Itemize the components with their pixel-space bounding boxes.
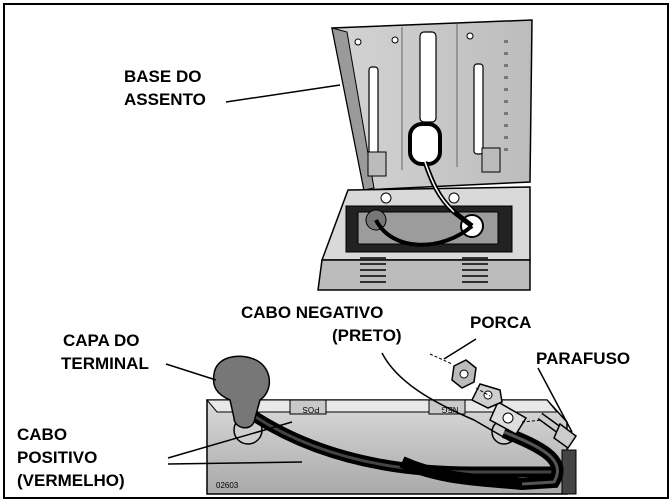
nut: [451, 359, 477, 389]
screw-label: PARAFUSO: [536, 349, 631, 368]
nut-label: PORCA: [470, 313, 532, 332]
battery-compartment: [317, 161, 531, 291]
battery-pos-mark: POS: [302, 405, 320, 414]
terminal-cap-label-line2: TERMINAL: [61, 354, 149, 373]
battery-neg-mark: NEG: [441, 405, 459, 414]
negative-cable: [399, 383, 564, 491]
seat-base-label-line1: BASE DO: [124, 67, 202, 86]
negative-cable-label-line2: (PRETO): [332, 326, 402, 345]
screw: [537, 412, 578, 450]
diagram-frame: POS NEG 02603 BASE DO ASSENTO CABO NEGAT…: [3, 3, 669, 499]
positive-cable-label-line1: CABO: [17, 425, 68, 444]
positive-cable-label-line3: (VERMELHO): [17, 471, 125, 490]
seat-base: [331, 19, 533, 191]
callout-leaders: [165, 84, 573, 465]
terminal-cap: [212, 355, 270, 429]
figure-number: 02603: [216, 481, 239, 490]
battery-diagram-illustration: [165, 19, 578, 495]
negative-cable-label-line1: CABO NEGATIVO: [241, 303, 384, 322]
seat-base-label-line2: ASSENTO: [124, 90, 206, 109]
positive-cable-label-line2: POSITIVO: [17, 448, 98, 467]
terminal-cap-label-line1: CAPA DO: [63, 331, 140, 350]
